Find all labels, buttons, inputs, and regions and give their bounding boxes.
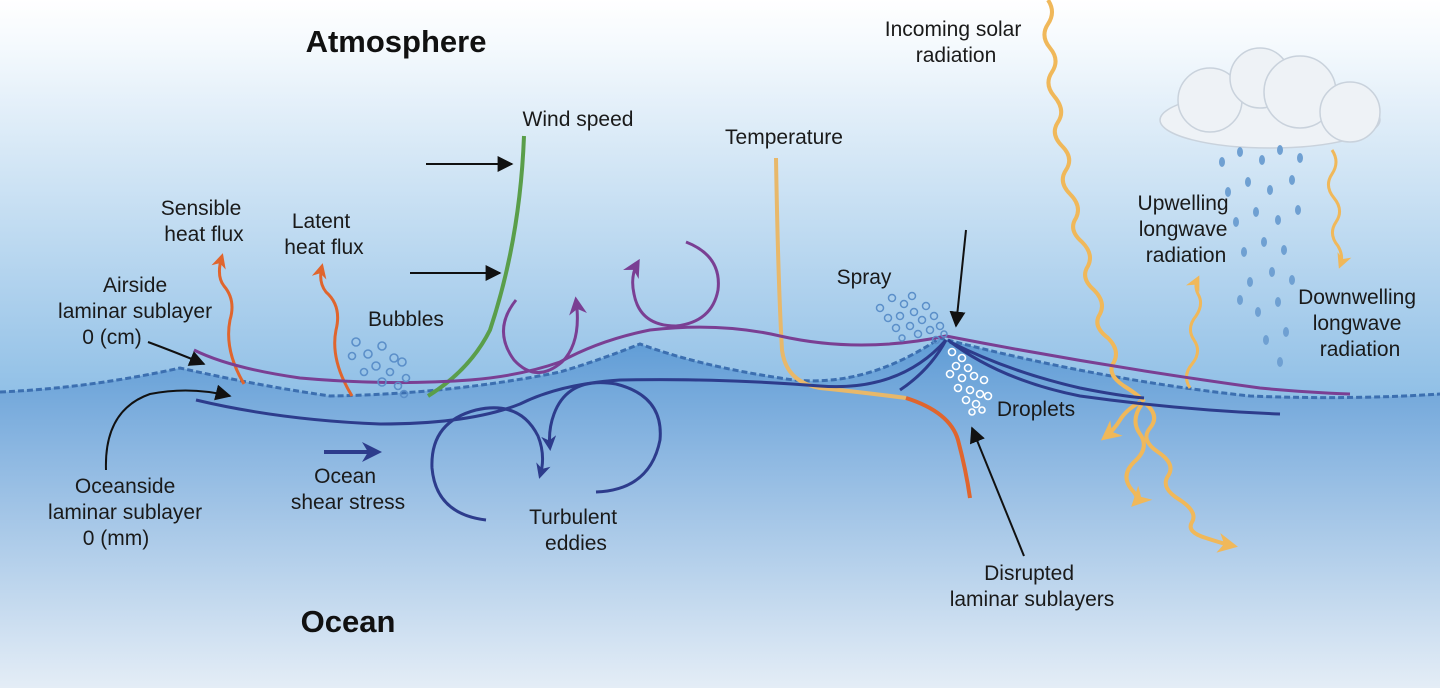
incoming-solar-radiation-ray	[1042, 0, 1146, 404]
ocean-body	[0, 338, 1440, 688]
wind-speed-profile	[426, 135, 526, 398]
ocean-surface-line	[0, 336, 1440, 400]
incoming-solar-label: Incoming solar radiation	[885, 18, 1027, 67]
bubbles-cluster	[347, 337, 411, 399]
droplets-label: Droplets	[997, 398, 1075, 421]
oceanside-shear-line-right	[947, 338, 1281, 416]
ocean-title: Ocean	[301, 604, 396, 639]
downwelling-radiation-arrow	[1327, 149, 1352, 269]
air-eddy-left	[502, 296, 587, 374]
wind-speed-label: Wind speed	[523, 108, 634, 131]
turbulent-eddy-left	[430, 406, 551, 522]
disrupted-leader-arrow	[970, 426, 1025, 557]
oceanside-laminar-label: Oceanside laminar sublayer 0 (mm)	[48, 475, 208, 550]
sky-background	[0, 0, 1440, 400]
airside-leader-arrow	[147, 341, 206, 366]
bubbles-label: Bubbles	[368, 308, 444, 331]
solar-reflected-ray	[1100, 400, 1142, 441]
spray-label: Spray	[837, 266, 892, 289]
airside-laminar-sublayer-line	[193, 325, 1351, 396]
atmosphere-title: Atmosphere	[306, 24, 487, 59]
spray-droplets	[875, 291, 948, 345]
air-eddy-right	[623, 240, 720, 328]
oceanside-laminar-sublayer-line	[195, 339, 948, 426]
latent-heat-flux-arrow	[311, 263, 354, 397]
turbulent-eddies-label: Turbulent eddies	[529, 506, 623, 555]
upwelling-radiation-arrow	[1185, 275, 1203, 389]
ocean-shear-stress-label: Ocean shear stress	[291, 465, 405, 514]
cloud-icon	[1159, 47, 1381, 149]
spray-leader-arrow	[949, 229, 967, 328]
temperature-profile-water	[905, 396, 972, 499]
solar-transmitted-ray	[1144, 402, 1238, 553]
solar-refracted-ray	[1124, 402, 1153, 507]
disrupted-sublayer-line	[949, 340, 1145, 400]
sensible-heat-flux-arrow	[211, 253, 246, 385]
turbulent-eddy-right	[541, 381, 662, 494]
temperature-profile-air	[774, 157, 907, 400]
downwelling-label: Downwelling longwave radiation	[1298, 286, 1422, 361]
sensible-heat-flux-label: Sensible heat flux	[161, 197, 247, 246]
disrupted-laminar-label: Disrupted laminar sublayers	[950, 562, 1115, 611]
droplets-cluster	[945, 347, 993, 416]
oceanside-leader-arrow	[104, 384, 232, 471]
oceanside-wave-crest-line	[899, 339, 948, 392]
latent-heat-flux-label: Latent heat flux	[284, 210, 364, 259]
rain-drops	[1219, 145, 1303, 367]
airside-laminar-label: Airside laminar sublayer 0 (cm)	[58, 274, 218, 349]
temperature-label: Temperature	[725, 126, 843, 149]
upwelling-label: Upwelling longwave radiation	[1138, 192, 1235, 267]
